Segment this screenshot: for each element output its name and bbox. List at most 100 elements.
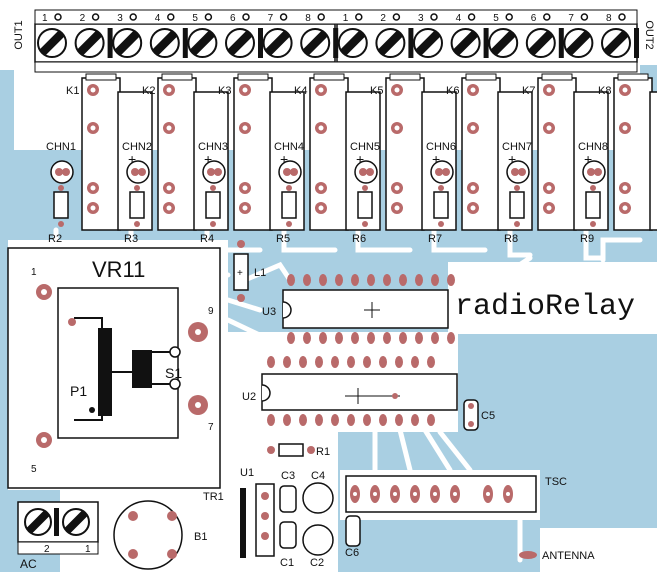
r1-resistor: [267, 443, 315, 457]
ic-pin: [367, 332, 375, 344]
svg-text:+: +: [508, 151, 516, 167]
led-label: CHN2: [122, 141, 152, 153]
relay-label: K4: [294, 85, 307, 97]
tsc-pins: [350, 485, 513, 503]
ic-pin: [267, 414, 275, 426]
ic-pin: [287, 274, 295, 286]
terminal-pin-dot: [467, 13, 476, 21]
led-label: CHN3: [198, 141, 228, 153]
tsc-pin-hole: [433, 492, 437, 496]
terminal-screw: [375, 28, 406, 58]
c4-capacitor: [302, 482, 334, 514]
c3-label: C3: [281, 470, 295, 482]
ac-screw: [24, 508, 52, 536]
u1-regulator: [240, 483, 275, 558]
terminal-pin-dot: [279, 13, 288, 21]
ic-pin: [283, 414, 291, 426]
vr-pin-5: 5: [31, 464, 37, 475]
r1-label: R1: [316, 446, 330, 458]
svg-text:+: +: [280, 151, 288, 167]
tsc-pin-hole: [373, 492, 377, 496]
ic-pin: [303, 332, 311, 344]
ic-pin: [331, 414, 339, 426]
c3-capacitor: [279, 485, 297, 513]
ic-pin: [399, 332, 407, 344]
terminal-pin-dot: [543, 13, 551, 21]
vr11-module: [7, 247, 221, 489]
led-label: CHN6: [426, 141, 456, 153]
terminal-pin-dot: [580, 13, 589, 21]
terminal-screw: [74, 28, 105, 58]
terminal-pin-dot: [618, 13, 626, 21]
ac-screw: [62, 508, 90, 536]
terminal-pin-dot: [392, 13, 401, 21]
led-label: CHN1: [46, 141, 76, 153]
ic-pin: [319, 274, 327, 286]
b1-bridge: [113, 500, 183, 570]
p1-label: P1: [70, 383, 87, 399]
ic-pin: [347, 356, 355, 368]
ic-pin: [415, 332, 423, 344]
terminal-pin-number: 2: [380, 13, 386, 24]
board-title: radioRelay: [455, 290, 635, 324]
relay-label: K7: [522, 85, 535, 97]
ic-pin: [383, 274, 391, 286]
s1-label: S1: [165, 365, 182, 381]
ic-pin: [431, 332, 439, 344]
terminal-screw: [37, 28, 67, 58]
tsc-pin-hole: [506, 492, 510, 496]
terminal-pin-dot: [430, 13, 438, 21]
ic-pin: [447, 274, 455, 286]
ic-pin: [395, 414, 403, 426]
terminal-screw: [450, 28, 481, 58]
terminal-pin-dot: [54, 13, 62, 21]
ic-pin: [351, 332, 359, 344]
ic-pin: [415, 274, 423, 286]
ic-pin: [315, 414, 323, 426]
terminal-pin-dot: [242, 13, 250, 21]
b1-label: B1: [194, 531, 207, 543]
terminal-screws: [37, 28, 639, 58]
terminal-pin-dot: [505, 13, 513, 21]
c2-capacitor: [302, 524, 334, 556]
terminal-pin-dot: [167, 13, 175, 21]
ic-pin: [315, 356, 323, 368]
terminal-divider: [558, 28, 564, 58]
ic-pin: [431, 274, 439, 286]
terminal-pin-number: 6: [230, 13, 236, 24]
relay-label: K8: [598, 85, 611, 97]
relay-3: + K3: [218, 73, 305, 231]
ac-divider: [54, 508, 59, 536]
relay-label: K3: [218, 85, 231, 97]
terminal-pin-number: 5: [493, 13, 499, 24]
tr1-label: TR1: [203, 491, 224, 503]
antenna-pad: [519, 551, 537, 559]
svg-text:+: +: [356, 151, 364, 167]
resistor-label: R7: [428, 233, 442, 245]
ic-pin: [319, 332, 327, 344]
ic-pin: [347, 414, 355, 426]
terminal-screw: [488, 28, 519, 58]
c6-label: C6: [345, 547, 359, 559]
c6-capacitor: [345, 515, 361, 547]
ic-pin: [283, 356, 291, 368]
terminal-screw: [149, 28, 180, 58]
terminal-pin-dot: [91, 13, 100, 21]
relay-label: K2: [142, 85, 155, 97]
terminal-pin-number: 6: [531, 13, 537, 24]
terminal-pin-dot: [204, 13, 213, 21]
terminal-screw: [337, 28, 368, 58]
terminal-screw: [112, 28, 143, 58]
ic-pin: [427, 414, 435, 426]
relay-footprints: +K1+K2+K3+K4+K5+K6+K7+K8: [66, 73, 657, 231]
c1-capacitor: [279, 521, 297, 549]
resistor-label: R4: [200, 233, 214, 245]
ic-pin: [335, 274, 343, 286]
tsc-pin-hole: [486, 492, 490, 496]
led-channel-footprints: CHN1R2CHN2R3CHN3R4CHN4R5CHN5R6CHN6R7CHN7…: [46, 141, 608, 245]
u3-ic: [282, 289, 449, 329]
